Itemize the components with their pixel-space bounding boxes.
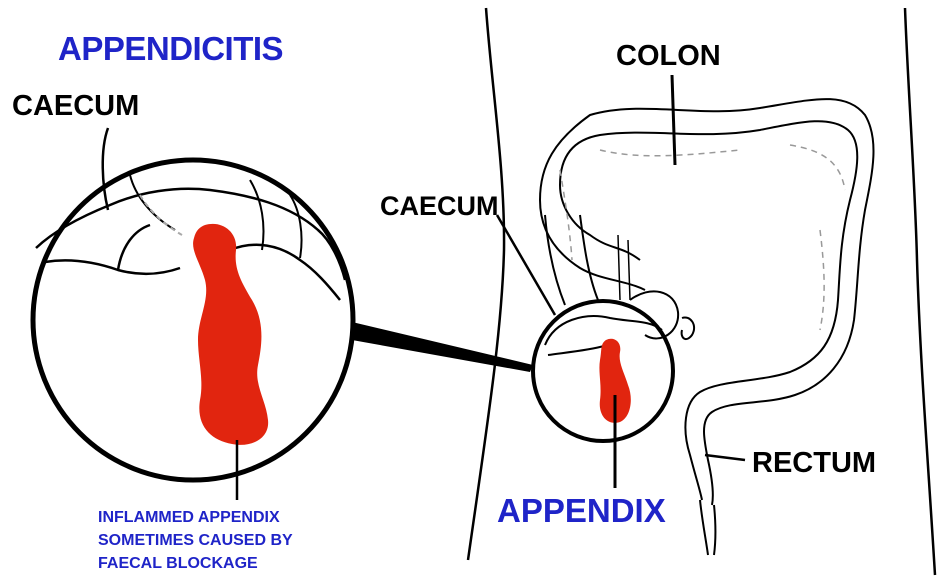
small-intestine-vertical (618, 235, 630, 300)
caecum-body-label: CAECUM (380, 193, 499, 220)
appendix-label: APPENDIX (497, 494, 666, 527)
caption-line-1: INFLAMMED APPENDIX (98, 506, 293, 529)
large-magnifier-circle (33, 160, 353, 480)
large-caecum-fold-shadow (140, 195, 182, 235)
rectum-label: RECTUM (752, 449, 876, 478)
caption-line-2: SOMETIMES CAUSED BY (98, 529, 293, 552)
caecum-zoom-leader (103, 128, 108, 210)
colon-label: COLON (616, 42, 721, 71)
rectum-leader (705, 455, 745, 460)
colon-outer-wall (560, 121, 857, 500)
torso-right-outline (905, 8, 935, 575)
caecum-zoom-label: CAECUM (12, 92, 139, 121)
colon-leader (672, 75, 675, 165)
inflamed-appendix-caption: INFLAMMED APPENDIX SOMETIMES CAUSED BY F… (98, 506, 293, 575)
large-appendix-red (193, 224, 268, 445)
diagram-title: APPENDICITIS (58, 32, 283, 65)
caption-line-3: FAECAL BLOCKAGE (98, 552, 293, 575)
magnifier-connector (352, 322, 533, 372)
rectum-tube (700, 500, 716, 555)
torso-left-outline (468, 8, 504, 560)
